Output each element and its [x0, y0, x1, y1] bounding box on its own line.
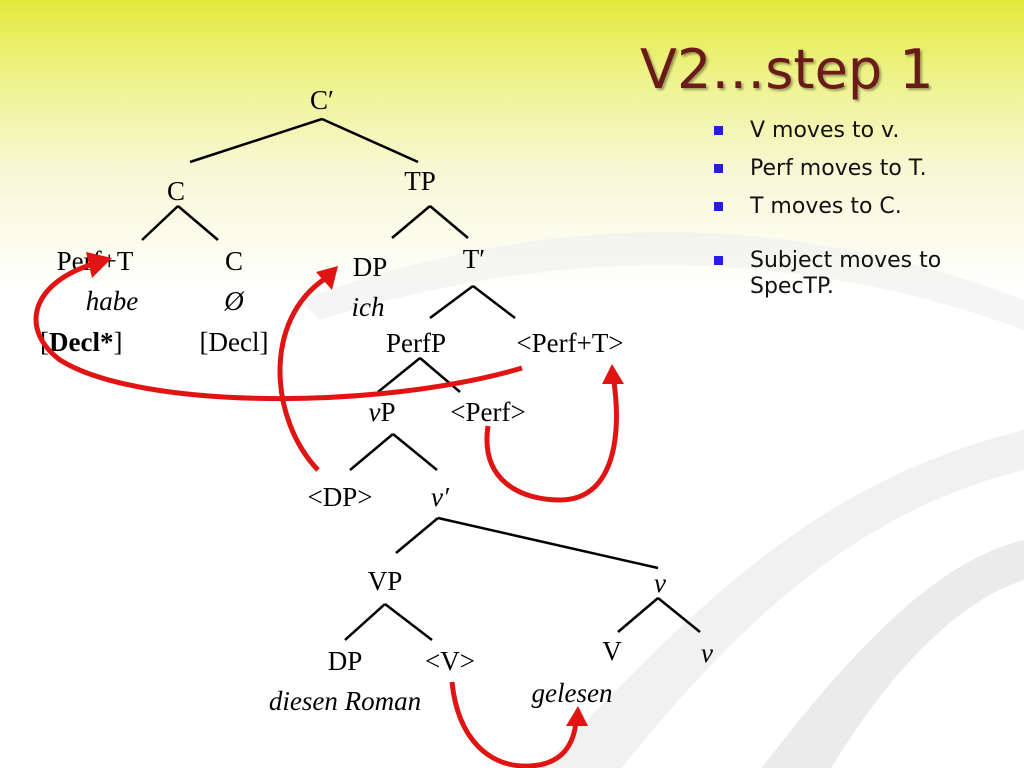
bullet-text: Subject moves to SpecTP. [750, 248, 942, 299]
node-perf-trace: <Perf> [450, 397, 525, 427]
arrowhead-dp-to-spectp [316, 266, 338, 290]
arrow-perf-to-t [484, 381, 619, 503]
edge-vp-vbar [392, 433, 438, 471]
node-v-trace: <V> [425, 646, 475, 676]
arrow-t-to-c [33, 262, 523, 401]
tree-edges [141, 117, 701, 641]
small-v-italic: v [368, 397, 380, 427]
bullet-text: Perf moves to T. [750, 156, 927, 181]
arrow-dp-to-spectp [277, 275, 328, 472]
node-v-bar: v′ [431, 482, 450, 512]
node-vp: VP [368, 566, 403, 596]
bullet-square-icon [714, 126, 723, 135]
edge-vbar-v [437, 516, 659, 570]
bullet-item: V moves to v. [712, 118, 1012, 144]
edge-vp-dp [349, 433, 394, 471]
node-c: C [167, 176, 185, 206]
edge-vp-vtrace [384, 603, 433, 641]
node-small-vp: vP [368, 397, 395, 427]
node-dp-subject: DP [353, 252, 388, 282]
word-ich: ich [352, 292, 385, 322]
edge-c-perft [141, 205, 179, 241]
phrase-p: P [380, 397, 395, 427]
bracket-close: ] [113, 327, 122, 357]
node-c-head: C [225, 246, 243, 276]
node-perf-t-trace: <Perf+T> [516, 328, 623, 358]
tree-nodes: C′ C TP Perf+T habe [Decl*] C Ø [Decl] D… [40, 85, 713, 716]
edge-tp-dp [391, 205, 431, 239]
bullet-item: Perf moves to T. [712, 156, 1012, 182]
feature-decl: [Decl] [200, 327, 269, 357]
bullet-text: V moves to v. [750, 118, 900, 143]
node-perfp: PerfP [386, 328, 446, 358]
edge-tp-tbar [429, 205, 469, 239]
edge-perfp-vp [377, 357, 421, 393]
node-t-bar: T′ [463, 244, 485, 274]
bullet-list: V moves to v. Perf moves to T. T moves t… [712, 118, 1012, 312]
edge-cbar-tp [321, 117, 419, 164]
word-gelesen: gelesen [532, 678, 613, 708]
edge-v-vhead [617, 597, 659, 633]
decl-star-bold: Decl* [49, 327, 113, 357]
edge-cbar-c [189, 117, 323, 164]
node-dp-object: DP [328, 646, 363, 676]
bullet-item: Subject moves to SpecTP. [712, 248, 1012, 300]
arrow-v-to-small-v [449, 681, 579, 768]
phrase-diesen-roman: diesen Roman [269, 686, 421, 716]
node-tp: TP [404, 166, 436, 196]
null-complementizer: Ø [223, 286, 245, 316]
word-habe: habe [86, 286, 139, 316]
edge-vbar-vp [395, 517, 439, 554]
bullet-text: T moves to C. [750, 194, 902, 219]
node-small-v-head: v [701, 638, 713, 668]
edge-vp-dpobj [344, 603, 386, 641]
node-c-bar: C′ [310, 85, 334, 115]
arrowhead-v-to-small-v [566, 706, 588, 726]
edge-tbar-perfp [429, 284, 474, 320]
node-dp-trace: <DP> [308, 482, 373, 512]
edge-tbar-perft [472, 285, 516, 319]
edge-c-chead [177, 205, 219, 241]
arrowhead-perf-to-t [602, 364, 624, 384]
bullet-square-icon [714, 256, 723, 265]
node-v-head: V [602, 636, 622, 666]
node-small-v: v [654, 568, 666, 598]
bullet-item: T moves to C. [712, 194, 1012, 220]
edge-v-vsmall [657, 597, 701, 633]
arrowhead-t-to-c [86, 252, 112, 278]
movement-arrows [33, 252, 624, 768]
slide-title: V2…step 1 [640, 38, 934, 101]
bullet-square-icon [714, 202, 723, 211]
bullet-square-icon [714, 164, 723, 173]
